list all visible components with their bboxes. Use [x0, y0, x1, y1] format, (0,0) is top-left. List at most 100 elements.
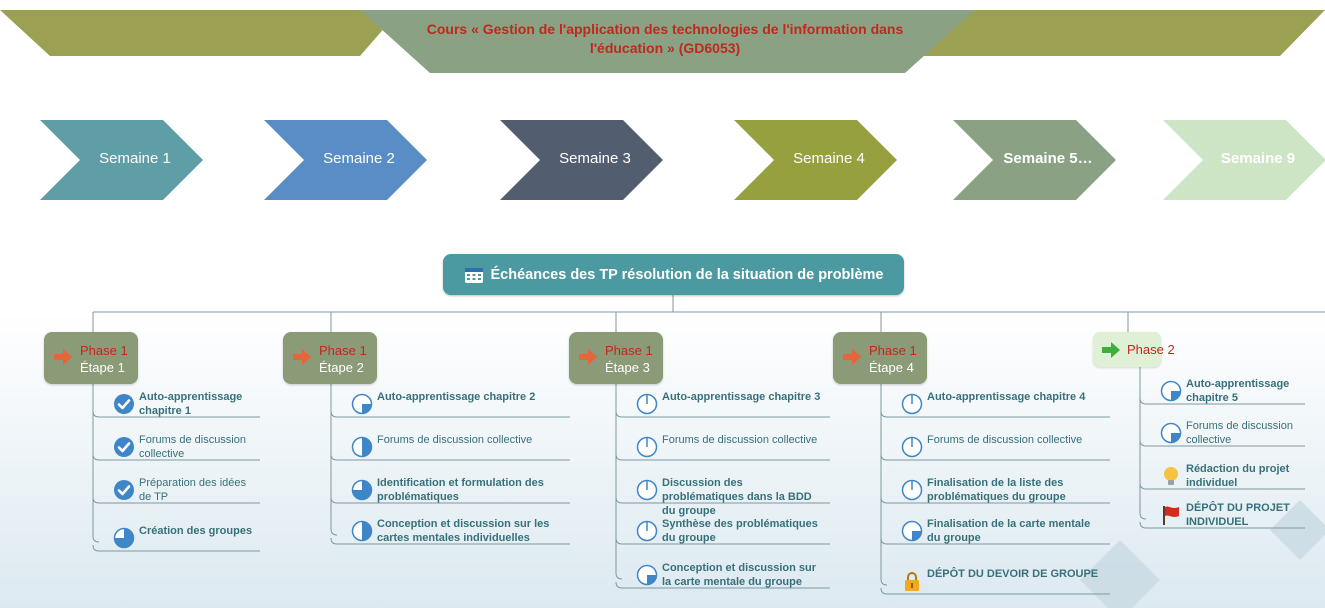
lightbulb-icon	[1164, 467, 1178, 485]
task-item[interactable]: Discussion des problématiques dans la BD…	[636, 476, 830, 517]
task-item[interactable]: Auto-apprentissage chapitre 3	[636, 390, 830, 418]
progress-0-icon	[636, 393, 658, 415]
arrow-right-icon	[1102, 342, 1120, 358]
task-label: Finalisation de la liste des problématiq…	[927, 477, 1066, 503]
task-label: Préparation des idées de TP	[139, 477, 247, 503]
task-item[interactable]: Conception et discussion sur la carte me…	[636, 561, 830, 589]
decor-diamond	[1270, 500, 1325, 560]
step-label: Étape 4	[869, 360, 914, 375]
task-label: Forums de discussion collective	[927, 434, 1083, 446]
progress-0-icon	[636, 436, 658, 458]
task-underline	[1139, 439, 1305, 447]
task-underline	[880, 453, 1110, 461]
task-underline	[615, 496, 830, 504]
progress-0-icon	[901, 436, 923, 458]
task-item[interactable]: Forums de discussion collective	[901, 433, 1110, 461]
phase-trunk-line	[330, 384, 338, 536]
week-chevron[interactable]	[1163, 120, 1325, 200]
task-item[interactable]: DÉPÔT DU DEVOIR DE GROUPE	[901, 567, 1110, 595]
phase-label: Phase 2	[1127, 342, 1175, 357]
task-item[interactable]: Finalisation de la liste des problématiq…	[901, 476, 1110, 504]
check-circle-icon	[114, 437, 134, 457]
check-circle-icon	[114, 394, 134, 414]
step-label: Étape 1	[80, 360, 125, 375]
task-underline	[92, 496, 260, 504]
decor-diamond	[1080, 540, 1160, 608]
task-item[interactable]: Préparation des idées de TP	[113, 476, 260, 504]
task-item[interactable]: Création des groupes	[113, 524, 260, 552]
task-item[interactable]: DÉPÔT DU PROJET INDIVIDUEL	[1160, 501, 1305, 529]
week-chevron[interactable]	[500, 120, 663, 200]
week-chevron[interactable]	[734, 120, 897, 200]
progress-50-icon	[351, 520, 373, 542]
task-underline	[615, 410, 830, 418]
task-label: Conception et discussion sur la carte me…	[662, 562, 817, 588]
task-item[interactable]: Auto-apprentissage chapitre 4	[901, 390, 1110, 418]
task-underline	[615, 453, 830, 461]
task-underline	[92, 544, 260, 552]
week-label: Semaine 5…	[1003, 150, 1093, 167]
week-chevron[interactable]	[264, 120, 427, 200]
progress-25-icon	[1160, 422, 1182, 444]
task-label: DÉPÔT DU DEVOIR DE GROUPE	[927, 568, 1099, 580]
task-underline	[330, 410, 570, 418]
task-label: Forums de discussion collective	[139, 434, 246, 460]
phase-trunk-line	[615, 384, 623, 580]
progress-25-icon	[901, 520, 923, 542]
task-item[interactable]: Forums de discussion collective	[1160, 419, 1305, 447]
phase-node[interactable]: Phase 1 Étape 2	[283, 332, 377, 384]
step-label: Étape 2	[319, 360, 364, 375]
task-underline	[330, 453, 570, 461]
task-label: Auto-apprentissage chapitre 5	[1186, 378, 1290, 404]
phase-label: Phase 1	[319, 343, 367, 358]
progress-25-icon	[636, 564, 658, 586]
task-item[interactable]: Forums de discussion collective	[636, 433, 830, 461]
task-item[interactable]: Identification et formulation des problé…	[351, 476, 570, 504]
week-chevron[interactable]	[953, 120, 1116, 200]
week-label: Semaine 2	[323, 150, 395, 167]
task-underline	[330, 537, 570, 545]
central-topic-label: Échéances des TP résolution de la situat…	[490, 266, 884, 283]
task-item[interactable]: Forums de discussion collective	[113, 433, 260, 461]
task-label: Forums de discussion collective	[1186, 420, 1293, 446]
task-item[interactable]: Rédaction du projet individuel	[1160, 462, 1305, 490]
task-item[interactable]: Forums de discussion collective	[351, 433, 570, 461]
calendar-icon	[464, 267, 483, 283]
check-circle-icon	[114, 480, 134, 500]
week-chevron[interactable]	[40, 120, 203, 200]
task-label: Auto-apprentissage chapitre 1	[139, 391, 243, 417]
task-tree-lines	[92, 367, 1305, 595]
task-item[interactable]: Finalisation de la carte mentale du grou…	[901, 517, 1110, 545]
progress-0-icon	[636, 479, 658, 501]
progress-25-icon	[1160, 380, 1182, 402]
task-item[interactable]: Auto-apprentissage chapitre 5	[1160, 377, 1305, 405]
task-underline	[615, 581, 830, 589]
task-label: Rédaction du projet individuel	[1186, 463, 1290, 489]
task-item[interactable]: Conception et discussion sur les cartes …	[351, 517, 570, 545]
banner-right-band	[900, 10, 1325, 56]
task-label: Auto-apprentissage chapitre 4	[927, 391, 1086, 403]
task-item[interactable]: Auto-apprentissage chapitre 1	[113, 390, 260, 418]
task-underline	[1139, 397, 1305, 405]
step-label: Étape 3	[605, 360, 650, 375]
phase-node[interactable]: Phase 2	[1093, 332, 1175, 367]
arrow-right-icon	[293, 349, 311, 365]
flag-icon	[1163, 506, 1179, 525]
progress-0-icon	[901, 479, 923, 501]
central-topic[interactable]: Échéances des TP résolution de la situat…	[443, 254, 904, 295]
task-item[interactable]: Auto-apprentissage chapitre 2	[351, 390, 570, 418]
week-label: Semaine 9	[1220, 150, 1296, 167]
task-underline	[92, 410, 260, 418]
task-item[interactable]: Synthèse des problématiques du groupe	[636, 517, 830, 545]
task-underline	[1139, 521, 1305, 529]
task-label: Synthèse des problématiques du groupe	[662, 518, 818, 544]
task-label: Forums de discussion collective	[377, 434, 533, 446]
week-label: Semaine 3	[559, 150, 631, 167]
progress-50-icon	[351, 436, 373, 458]
progress-75-icon	[113, 527, 135, 549]
task-underline	[880, 587, 1110, 595]
task-label: Discussion des problématiques dans la BD…	[662, 477, 812, 517]
